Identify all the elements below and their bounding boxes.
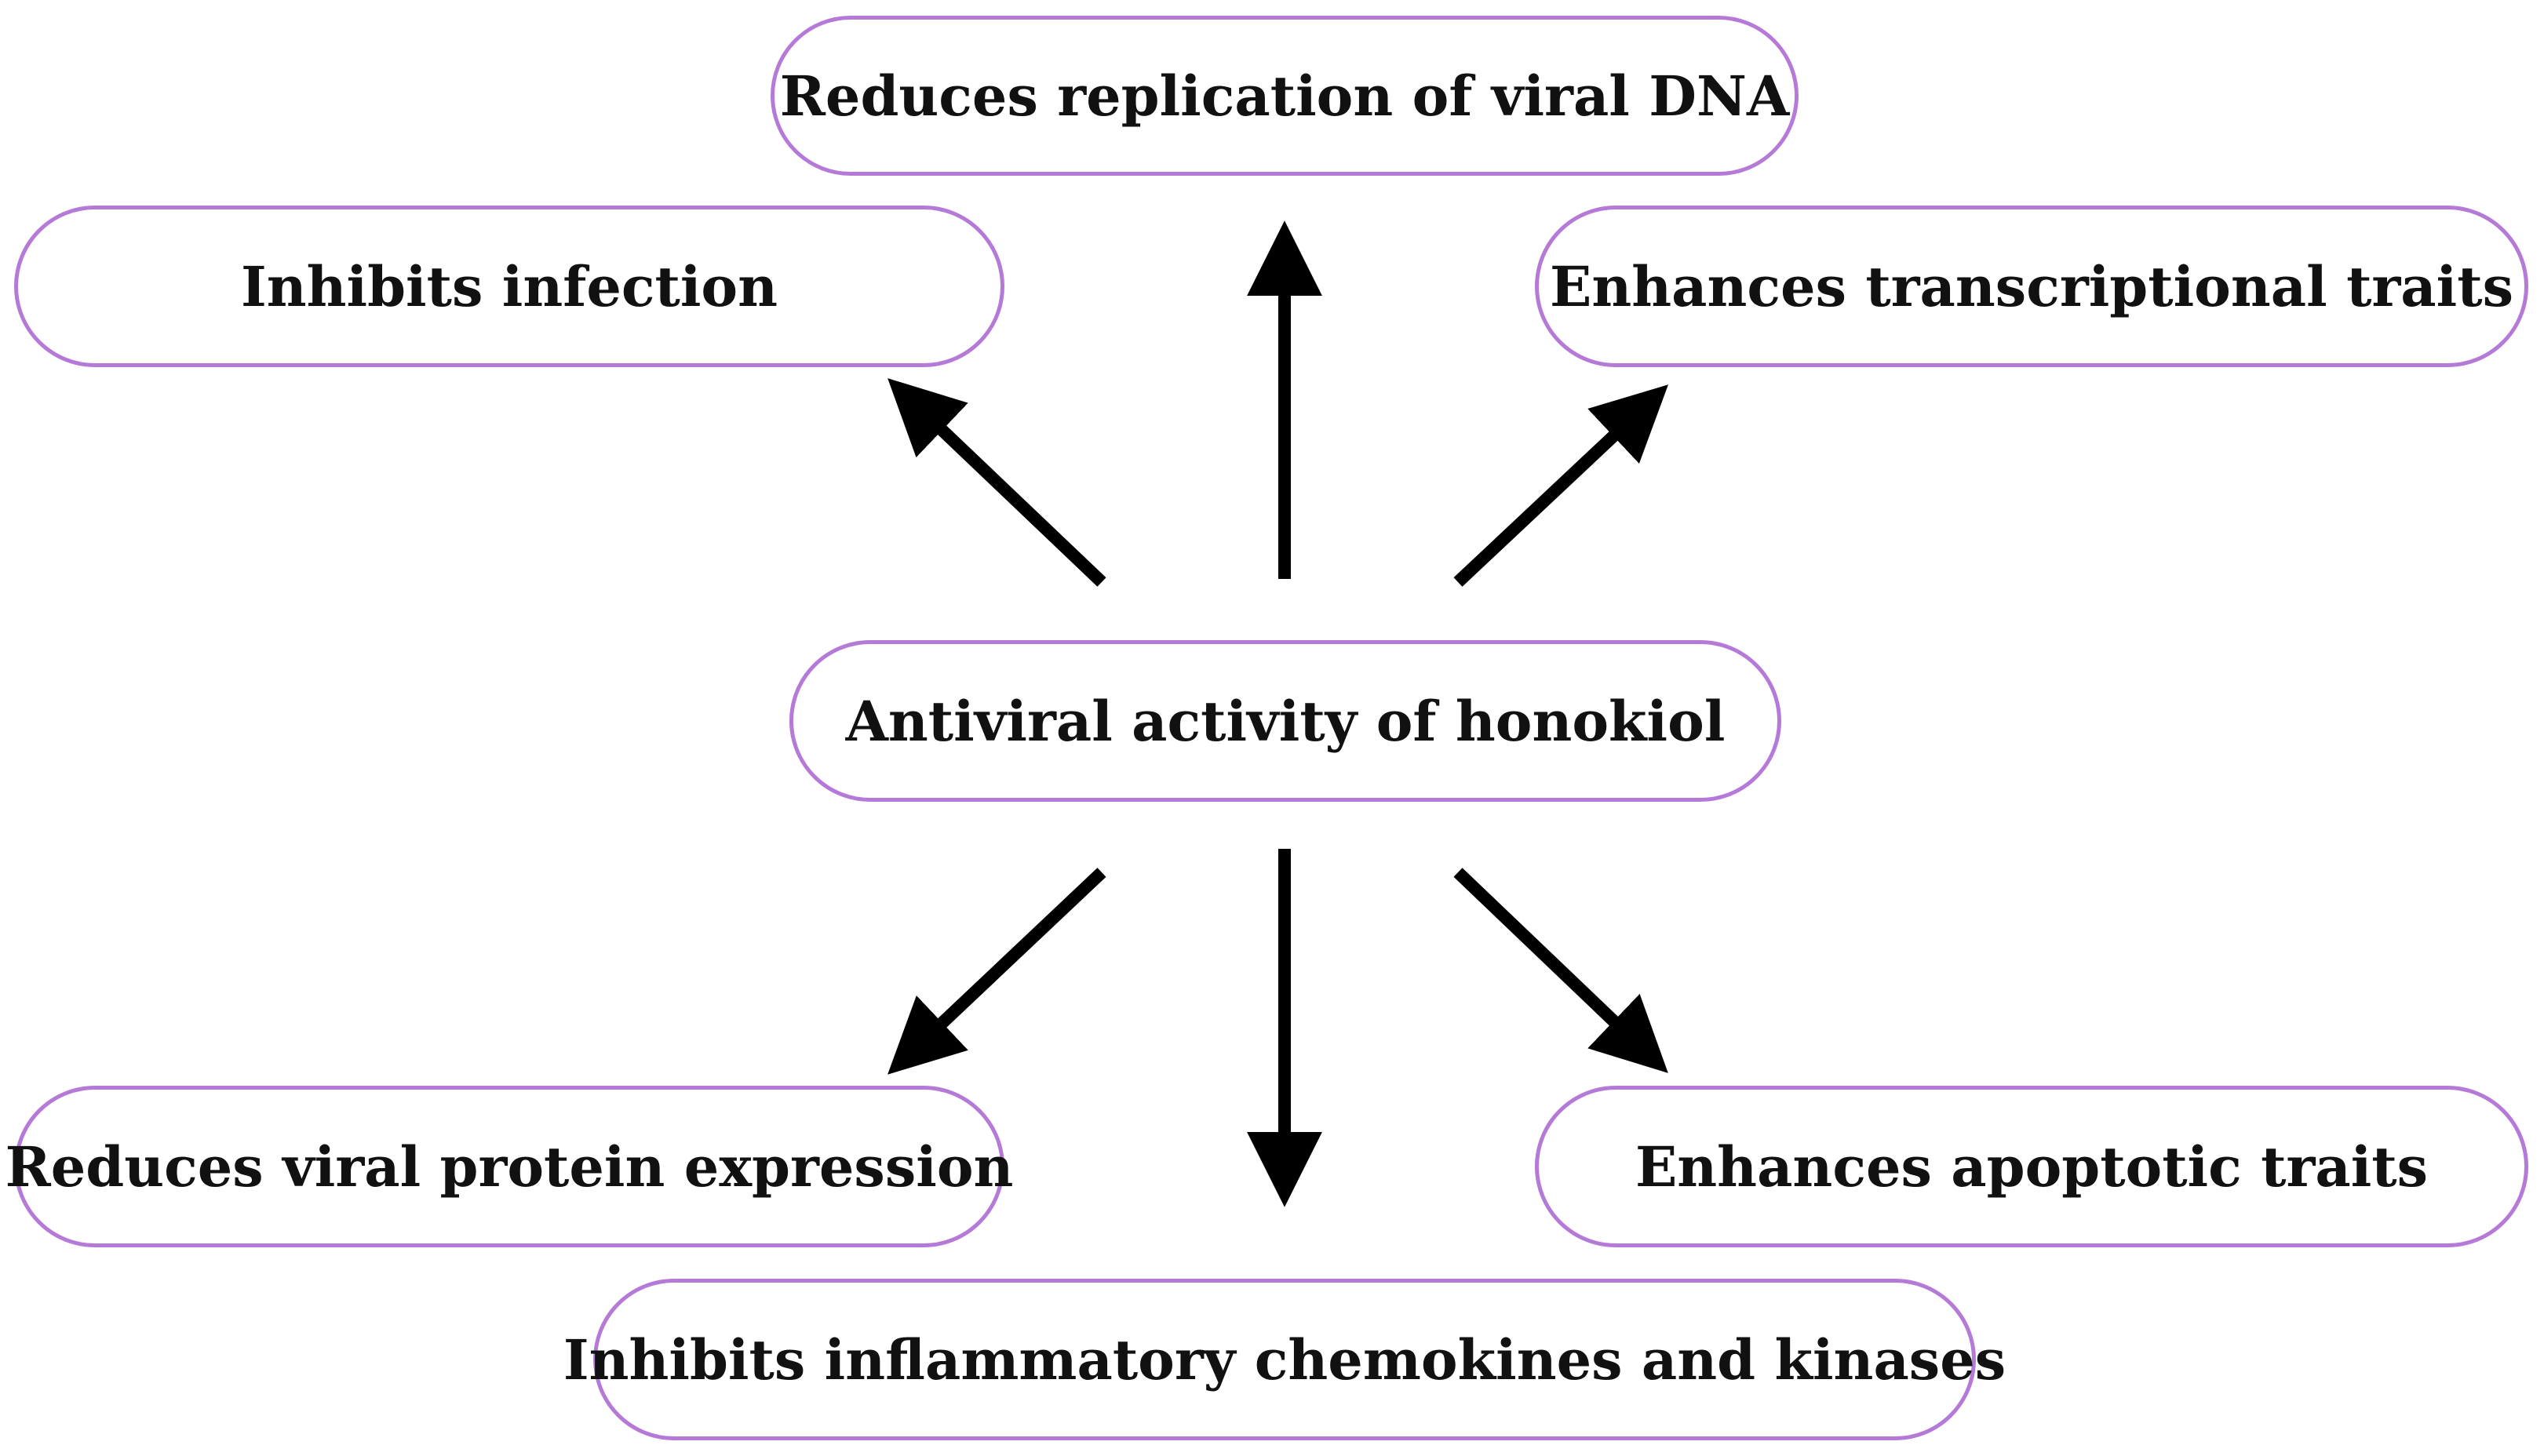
effect-replication-box: Reduces replication of viral DNA: [771, 16, 1799, 176]
center-label: Antiviral activity of honokiol: [845, 688, 1726, 754]
effect-protein-box: Reduces viral protein expression: [5, 1086, 1013, 1247]
effect-transcription-label: Enhances transcriptional traits: [1550, 253, 2513, 319]
effect-infection-box: Inhibits infection: [14, 206, 1004, 367]
arrow-to-protein: [887, 868, 1106, 1075]
effect-inflammation-box: Inhibits inflammatory chemokines and kin…: [563, 1279, 2006, 1440]
arrow-to-apoptosis: [1453, 868, 1668, 1073]
effect-apoptosis-label: Enhances apoptotic traits: [1635, 1134, 2429, 1199]
effect-inflammation-label: Inhibits inflammatory chemokines and kin…: [563, 1327, 2006, 1392]
effect-transcription-box: Enhances transcriptional traits: [1535, 206, 2528, 367]
arrow-to-transcription: [1453, 384, 1668, 587]
effect-apoptosis-box: Enhances apoptotic traits: [1535, 1086, 2528, 1247]
effect-replication-label: Reduces replication of viral DNA: [779, 63, 1790, 129]
arrow-to-infection: [887, 378, 1106, 587]
effect-protein-label: Reduces viral protein expression: [5, 1134, 1014, 1199]
center-box: Antiviral activity of honokiol: [789, 640, 1781, 802]
effect-infection-label: Inhibits infection: [240, 253, 778, 319]
